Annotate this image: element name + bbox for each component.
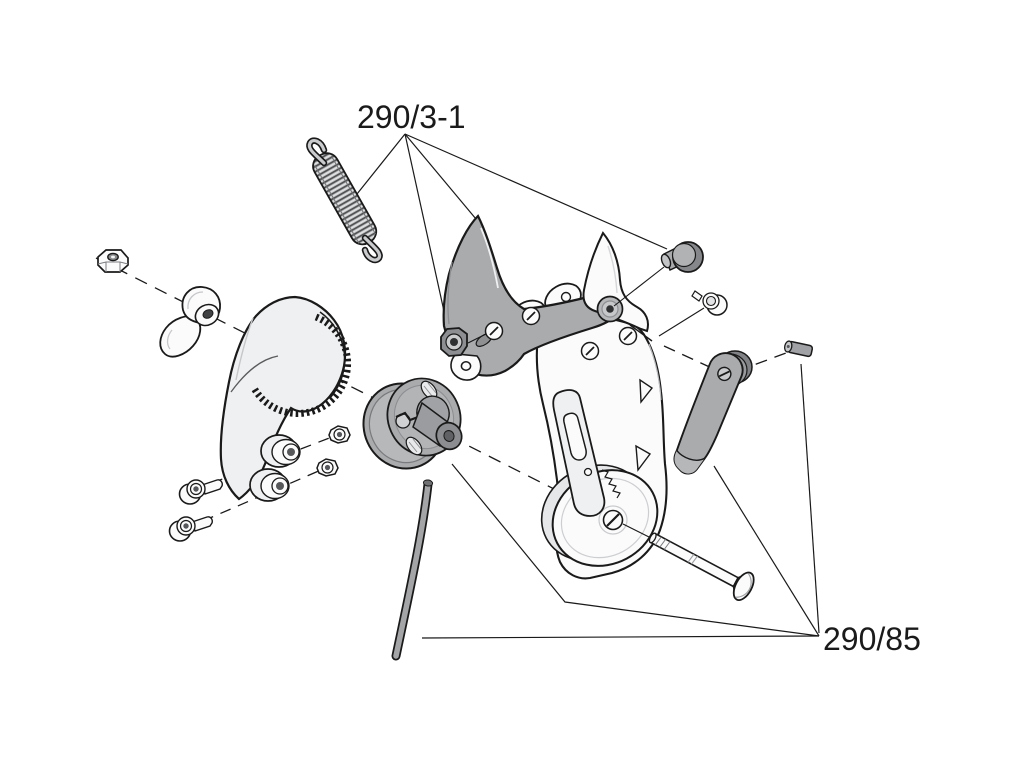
blade-pivot-nut bbox=[440, 327, 468, 357]
cable bbox=[391, 479, 434, 661]
label-290-85: 290/85 bbox=[823, 621, 921, 657]
sector-teeth bbox=[250, 313, 352, 417]
pivot-pin bbox=[660, 241, 704, 273]
blade-tab-lug bbox=[450, 353, 482, 381]
pulley-wheel bbox=[362, 377, 463, 470]
socket-head-screw-2 bbox=[168, 516, 213, 542]
slot-screw-3 bbox=[580, 341, 600, 361]
pulley-spring-anchor bbox=[395, 411, 419, 422]
assembly-lines bbox=[467, 266, 705, 538]
housing-cutout-1 bbox=[639, 378, 654, 404]
slot-screws bbox=[475, 306, 638, 361]
pawl-lever bbox=[673, 350, 753, 475]
handle-lug-1 bbox=[260, 434, 301, 468]
wing-lower-lobe bbox=[159, 315, 202, 358]
socket-head-screw-1 bbox=[178, 479, 223, 505]
wing-nut bbox=[159, 286, 221, 358]
rack-teeth bbox=[601, 469, 621, 499]
label-290-3-1: 290/3-1 bbox=[357, 99, 466, 135]
handle-lug-2 bbox=[249, 468, 290, 502]
slot-screw-2 bbox=[521, 306, 541, 326]
carriage-bolt bbox=[648, 532, 755, 601]
spring-hook-bottom bbox=[361, 234, 383, 264]
pivot-washer bbox=[596, 295, 624, 323]
leader-lines-290-85 bbox=[421, 363, 820, 639]
serrated-sector-handle bbox=[219, 295, 352, 502]
slot-screw-4 bbox=[618, 326, 638, 346]
housing-cutout-2 bbox=[635, 444, 652, 472]
slot-screw-1 bbox=[484, 321, 504, 341]
roll-pin bbox=[784, 340, 814, 358]
hex-nut bbox=[97, 249, 129, 273]
slider-rail bbox=[552, 389, 606, 517]
flange-nut-1 bbox=[328, 425, 351, 444]
flange-nut-2 bbox=[316, 458, 339, 477]
spring-hook-top bbox=[306, 137, 328, 167]
tension-spring bbox=[306, 137, 383, 264]
leader-lines-290-3-1 bbox=[356, 133, 668, 335]
pan-head-screw bbox=[691, 290, 728, 316]
pulley-cutouts bbox=[405, 380, 438, 456]
